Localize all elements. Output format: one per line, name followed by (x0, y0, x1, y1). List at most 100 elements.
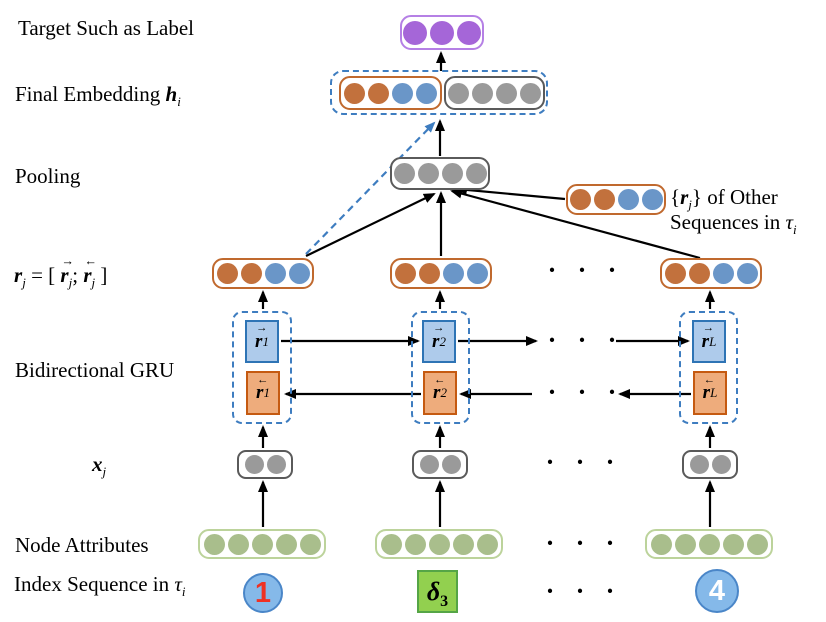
embedding-dot (593, 189, 615, 210)
dashed-arrow-r1-to-embedding (305, 121, 436, 255)
bidirectional-gru-label: Bidirectional GRU (15, 358, 175, 382)
arrow-other-to-pooling (455, 184, 566, 201)
embedding-dot (722, 533, 744, 555)
embedding-dot (472, 82, 493, 104)
embedding-dot (441, 163, 463, 184)
embedding-dot (264, 263, 286, 284)
embedding-dot (416, 82, 437, 104)
embedding-dot (569, 189, 591, 210)
node-attributes-label: Node Attributes (15, 533, 149, 557)
embedding-dot (299, 533, 321, 555)
ellipsis-index-row: · · · (546, 578, 622, 605)
embedding-dot (393, 163, 415, 184)
embedding-dot (368, 82, 389, 104)
rj-equation-label: rj = [ →rj; ←rj ] (14, 254, 108, 291)
gru-column-L (679, 311, 738, 424)
final-embedding-sequence-part (339, 76, 442, 110)
embedding-dot (441, 455, 461, 474)
embedding-dot (419, 455, 439, 474)
embedding-dot (428, 533, 450, 555)
ellipsis-rj-row: · · · (548, 257, 624, 284)
embedding-dot (712, 263, 734, 284)
right-arrow-icon: → (433, 322, 445, 335)
embedding-dot (476, 533, 498, 555)
gru-column-2 (411, 311, 470, 424)
index-sequence-label: Index Sequence in τi (14, 572, 186, 600)
embedding-dot (736, 263, 758, 284)
pooling-label: Pooling (15, 164, 81, 188)
embedding-dot (466, 263, 488, 284)
embedding-dot (650, 533, 672, 555)
embedding-dot (244, 455, 264, 474)
embedding-dot (664, 263, 686, 284)
black-arrows (258, 51, 715, 527)
embedding-dot (688, 263, 710, 284)
embedding-dot (674, 533, 696, 555)
embedding-dot (617, 189, 639, 210)
embedding-dot (520, 82, 541, 104)
xj-vector-box-L (682, 450, 738, 479)
arrow-rL-to-pooling (450, 188, 701, 260)
rj-vector-box-2 (390, 258, 492, 289)
embedding-dot (203, 533, 225, 555)
left-arrow-icon: ← (703, 373, 716, 386)
embedding-dot (698, 533, 720, 555)
index-node-delta3: δ3 (417, 570, 458, 613)
embedding-dot (394, 263, 416, 284)
embedding-dot (240, 263, 262, 284)
xj-vector-box-2 (412, 450, 468, 479)
index-node-1: 1 (243, 573, 283, 613)
embedding-dot (275, 533, 297, 555)
final-embedding-dashed-box (330, 70, 548, 115)
left-arrow-icon: ← (84, 254, 97, 269)
embedding-dot (496, 82, 517, 104)
embedding-dot (417, 163, 439, 184)
node-attributes-box-L (645, 529, 773, 559)
pooling-vector-box (390, 157, 490, 190)
embedding-dot (711, 455, 731, 474)
embedding-dot (227, 533, 249, 555)
node-attributes-box-1 (198, 529, 326, 559)
embedding-dot (465, 163, 487, 184)
left-arrow-icon: ← (434, 373, 446, 386)
embedding-dot (689, 455, 709, 474)
embedding-dot (404, 533, 426, 555)
ellipsis-forward-row: · · · (548, 327, 624, 354)
target-label: Target Such as Label (18, 16, 194, 40)
ellipsis-backward-row: · · · (548, 379, 624, 406)
embedding-dot (266, 455, 286, 474)
embedding-dot (430, 20, 454, 45)
embedding-dot (452, 533, 474, 555)
rj-vector-box-L (660, 258, 762, 289)
final-embedding-pooled-part (444, 76, 545, 110)
final-embedding-label: Final Embedding hi (15, 82, 181, 110)
xj-label: xj (92, 452, 107, 480)
embedding-dot (442, 263, 464, 284)
ellipsis-node-row: · · · (546, 530, 622, 557)
arrow-r1-to-pooling (305, 193, 436, 257)
right-arrow-icon: → (702, 322, 715, 335)
embedding-dot (641, 189, 663, 210)
right-arrow-icon: → (256, 322, 268, 335)
embedding-dot (746, 533, 768, 555)
embedding-dot (418, 263, 440, 284)
ellipsis-xj-row: · · · (546, 449, 622, 476)
right-arrow-icon: → (61, 254, 74, 269)
left-arrow-icon: ← (257, 373, 269, 386)
embedding-dot (448, 82, 469, 104)
xj-vector-box-1 (237, 450, 293, 479)
embedding-dot (288, 263, 310, 284)
other-sequences-vector-box (566, 184, 666, 215)
node-attributes-box-2 (375, 529, 503, 559)
embedding-dot (216, 263, 238, 284)
rj-vector-box-1 (212, 258, 314, 289)
